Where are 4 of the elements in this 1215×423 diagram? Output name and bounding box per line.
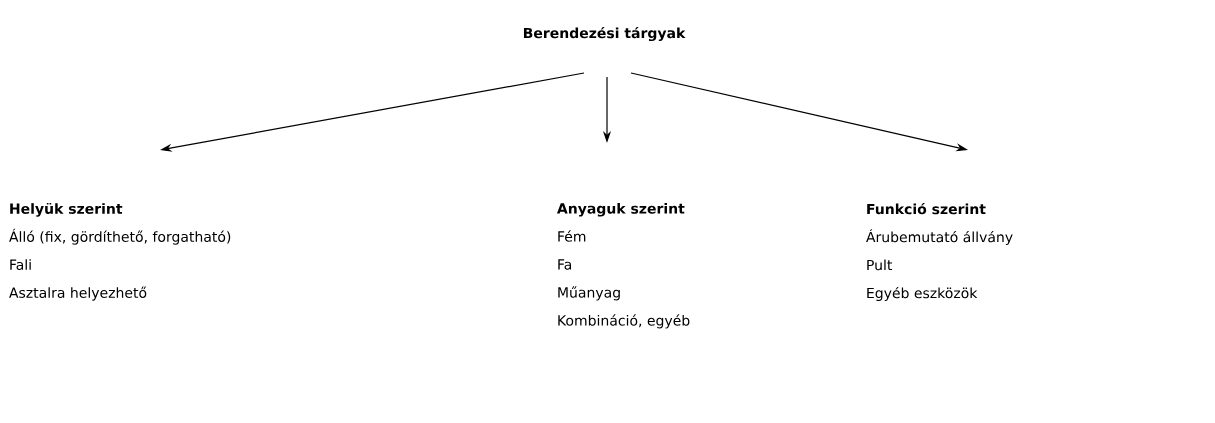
category-list: Helyük szerint Álló (fix, gördíthető, forgatható) Fali Asztalra helyezhető [9, 202, 231, 301]
category-list: Funkció szerint Árubemutató állvány Pult Egyéb eszközök [866, 202, 1013, 302]
heading-text: Berendezési tárgyak [523, 26, 686, 42]
category-list: Anyaguk szerint Fém Fa Műanyag Kombináció, egyéb [557, 202, 690, 329]
